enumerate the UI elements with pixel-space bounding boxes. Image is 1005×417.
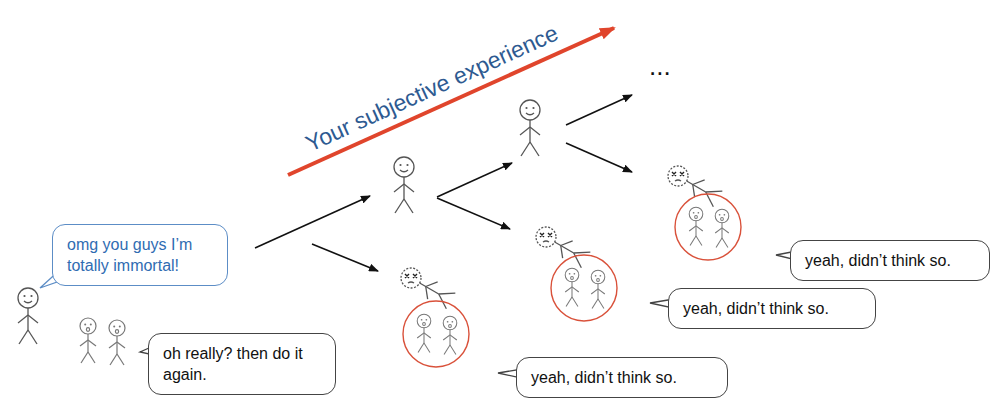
speech-text: yeah, didn’t think so. — [531, 367, 713, 388]
speech-text: yeah, didn’t think so. — [683, 298, 861, 319]
speech-text: oh really? then do it again. — [163, 343, 321, 385]
speech-bubble: yeah, didn’t think so. — [668, 288, 876, 329]
speech-bubble: oh really? then do it again. — [148, 333, 336, 395]
axis-label: Your subjective experience — [302, 19, 563, 157]
speech-text: omg you guys I’m totally immortal! — [67, 234, 213, 276]
speech-bubble: yeah, didn’t think so. — [790, 240, 990, 281]
speech-text: yeah, didn’t think so. — [805, 250, 975, 271]
ellipsis: ... — [649, 51, 671, 82]
speech-bubble: yeah, didn’t think so. — [516, 357, 728, 398]
speech-bubble: omg you guys I’m totally immortal! — [52, 224, 228, 286]
